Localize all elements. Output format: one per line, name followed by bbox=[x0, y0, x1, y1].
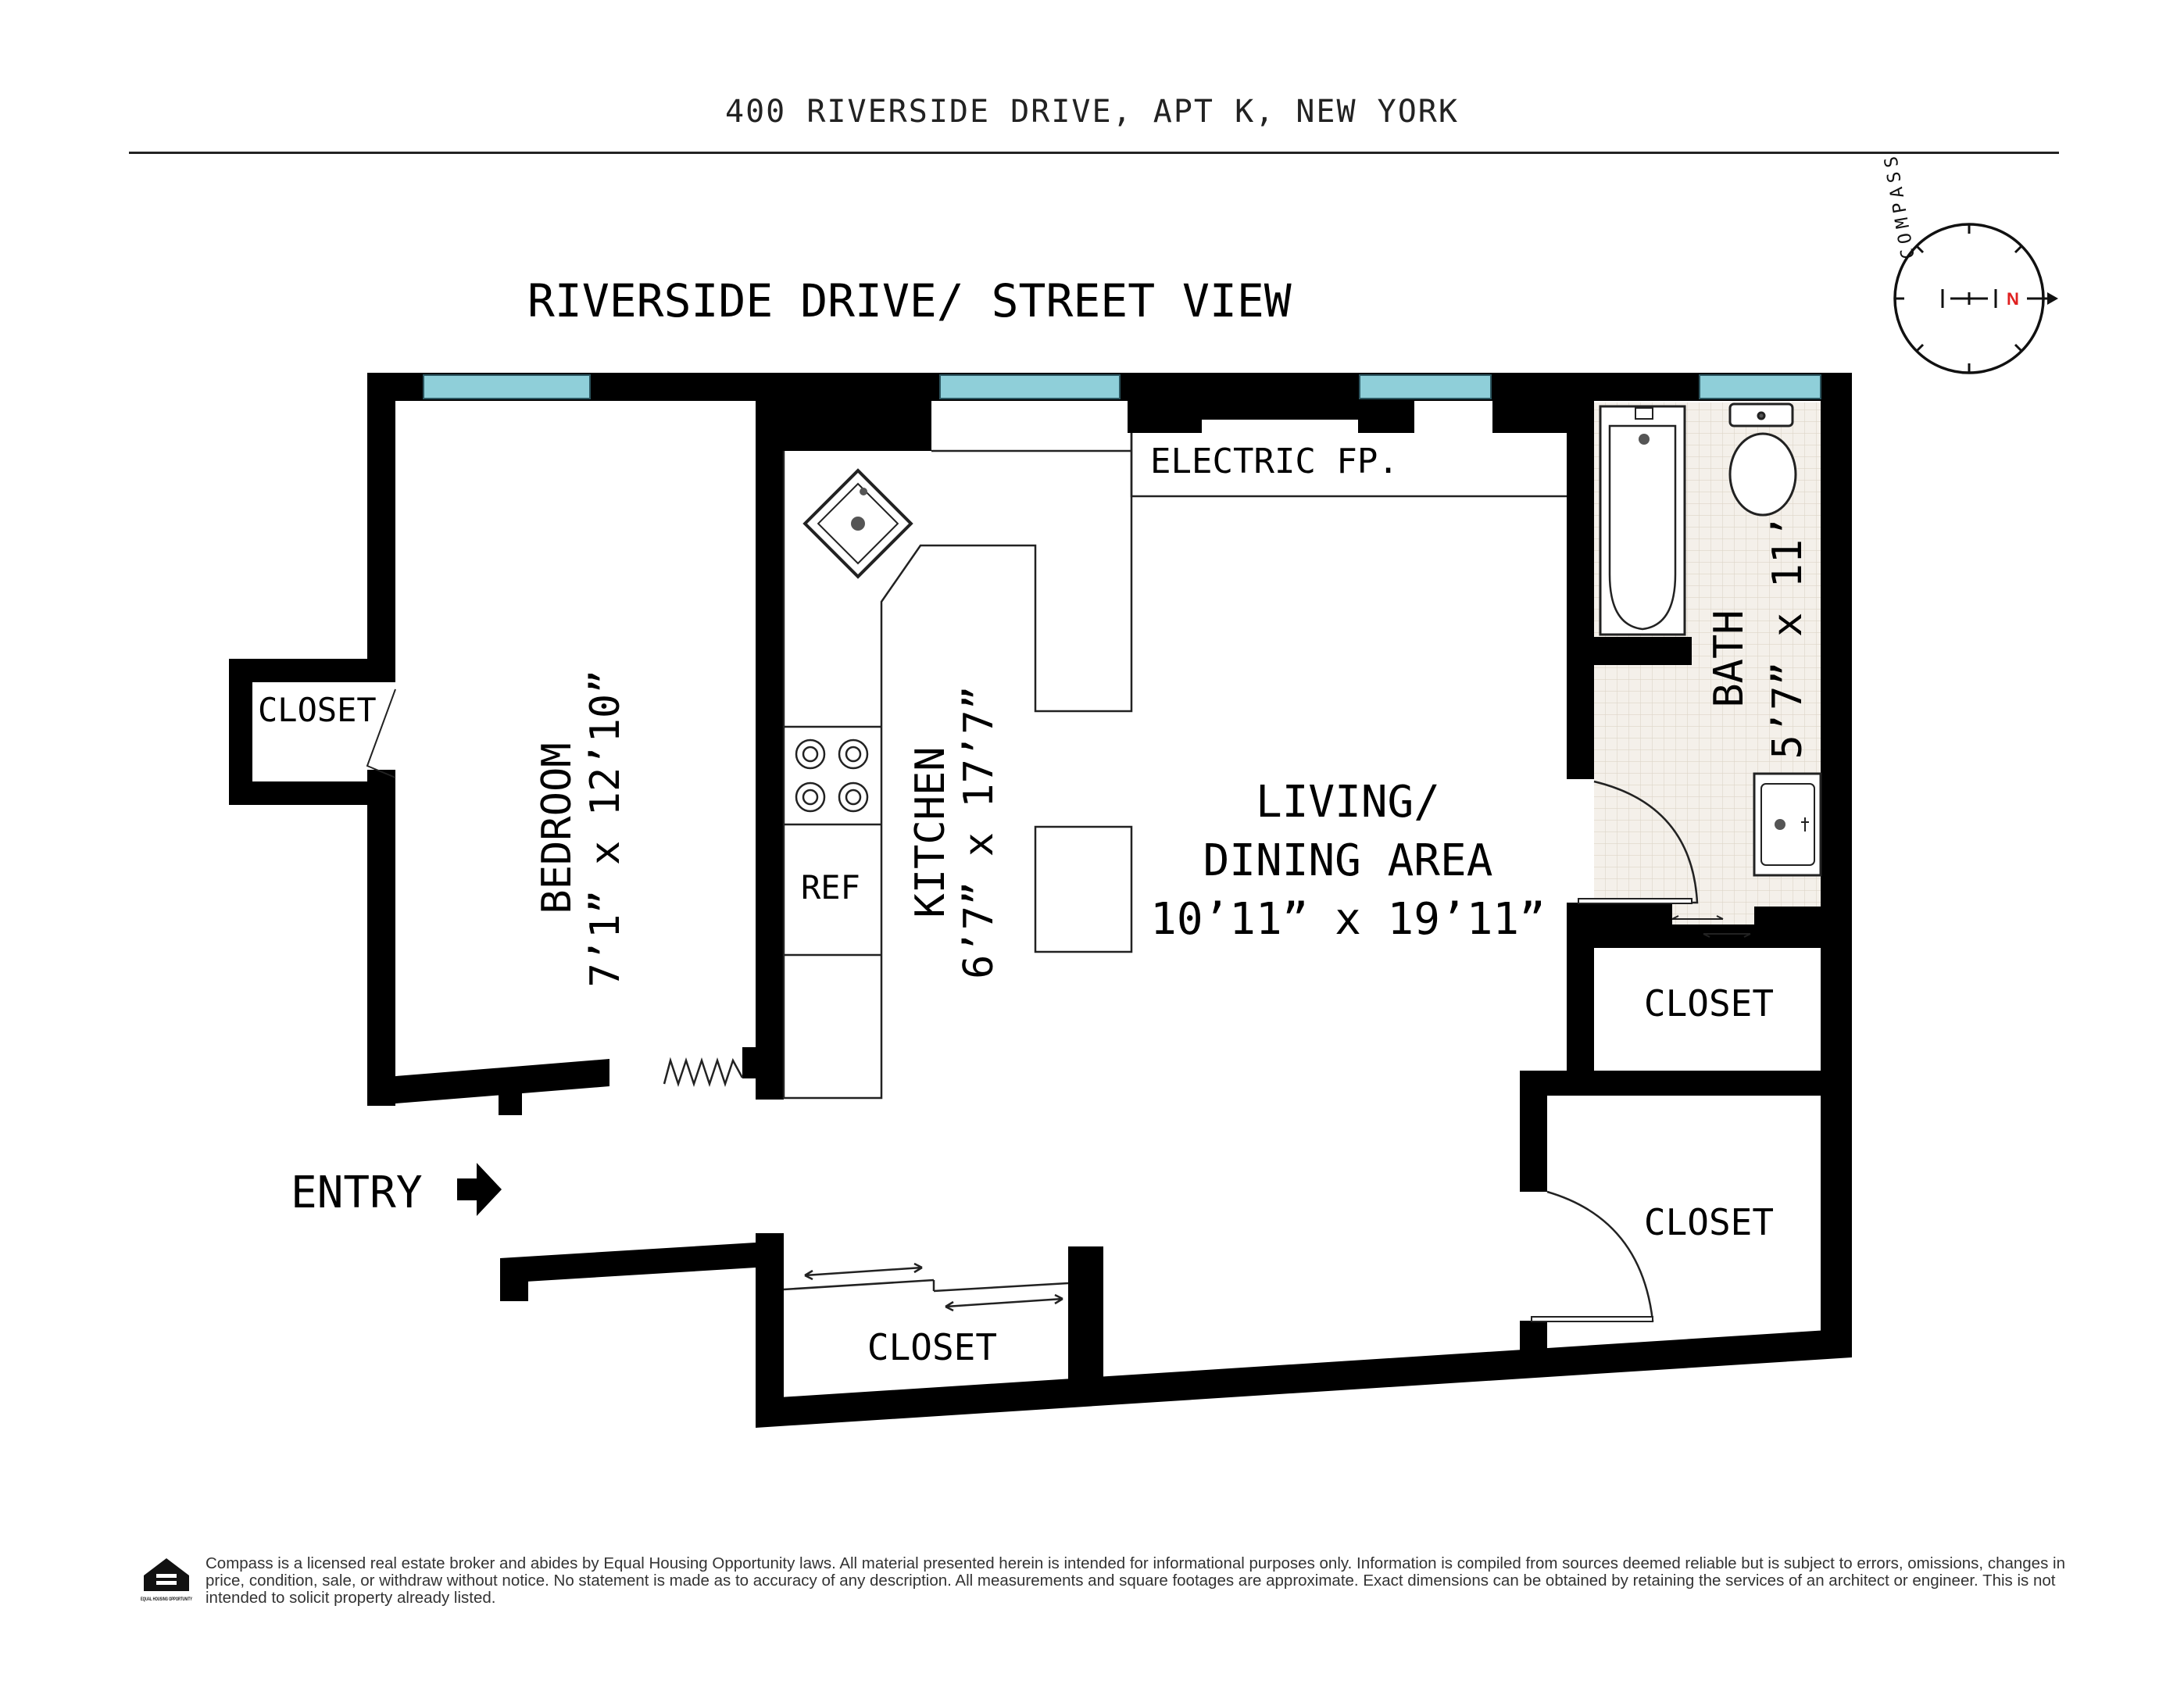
walls bbox=[229, 373, 1852, 1428]
kitchen-island bbox=[1034, 825, 1133, 953]
compass-label: COMPASS bbox=[1880, 150, 1919, 260]
bottom-closet-label: CLOSET bbox=[867, 1326, 997, 1368]
bedroom-closet-door bbox=[366, 688, 396, 778]
living-label-line2: DINING AREA bbox=[1203, 835, 1493, 886]
compass-north-label: N bbox=[2007, 289, 2019, 309]
kitchen-dimensions: 6’7” x 17’7” bbox=[956, 685, 1003, 979]
bath-closet-slider bbox=[1671, 915, 1751, 938]
bathtub bbox=[1599, 405, 1686, 636]
entry-label: ENTRY bbox=[291, 1168, 423, 1218]
toilet bbox=[1728, 402, 1797, 517]
title-divider bbox=[129, 152, 2059, 154]
bath-dimensions: 5’7” x 11’ bbox=[1764, 514, 1811, 759]
stove bbox=[795, 738, 869, 813]
legal-disclaimer: Compass is a licensed real estate broker… bbox=[206, 1554, 2065, 1607]
street-label: RIVERSIDE DRIVE/ STREET VIEW bbox=[527, 274, 1292, 327]
kitchen-label: KITCHEN bbox=[907, 746, 954, 917]
bath-sink bbox=[1753, 772, 1822, 877]
right-closet-label: CLOSET bbox=[1644, 1201, 1774, 1243]
fridge-label: REF bbox=[801, 868, 860, 907]
fireplace-label: ELECTRIC FP. bbox=[1150, 442, 1399, 481]
living-label-line1: LIVING/ bbox=[1256, 777, 1440, 828]
fireplace-outline bbox=[1130, 433, 1567, 498]
bath-label: BATH bbox=[1706, 610, 1753, 707]
right-closet-door bbox=[1546, 1190, 1654, 1322]
equal-housing-opportunity-logo: EQUAL HOUSING OPPORTUNITY bbox=[141, 1558, 193, 1602]
bedroom-door-spring bbox=[663, 1057, 744, 1087]
bedroom-dimensions: 7’1” x 12’10” bbox=[582, 670, 629, 988]
bedroom-closet-label: CLOSET bbox=[258, 691, 377, 729]
bottom-closet-slider bbox=[783, 1262, 1069, 1312]
compass-icon: N bbox=[1893, 223, 2058, 374]
entry-arrow-icon bbox=[457, 1163, 502, 1216]
bath-door bbox=[1593, 780, 1699, 904]
eho-logo-text: EQUAL HOUSING OPPORTUNITY bbox=[141, 1597, 193, 1602]
bath-closet-label: CLOSET bbox=[1644, 982, 1774, 1025]
living-dimensions: 10’11” x 19’11” bbox=[1150, 894, 1546, 945]
kitchen-sink bbox=[802, 468, 913, 579]
windows bbox=[423, 374, 1821, 399]
kitchen-counter bbox=[782, 433, 1133, 1100]
bedroom-label: BEDROOM bbox=[534, 742, 581, 914]
page-title: 400 RIVERSIDE DRIVE, APT K, NEW YORK bbox=[725, 94, 1459, 130]
